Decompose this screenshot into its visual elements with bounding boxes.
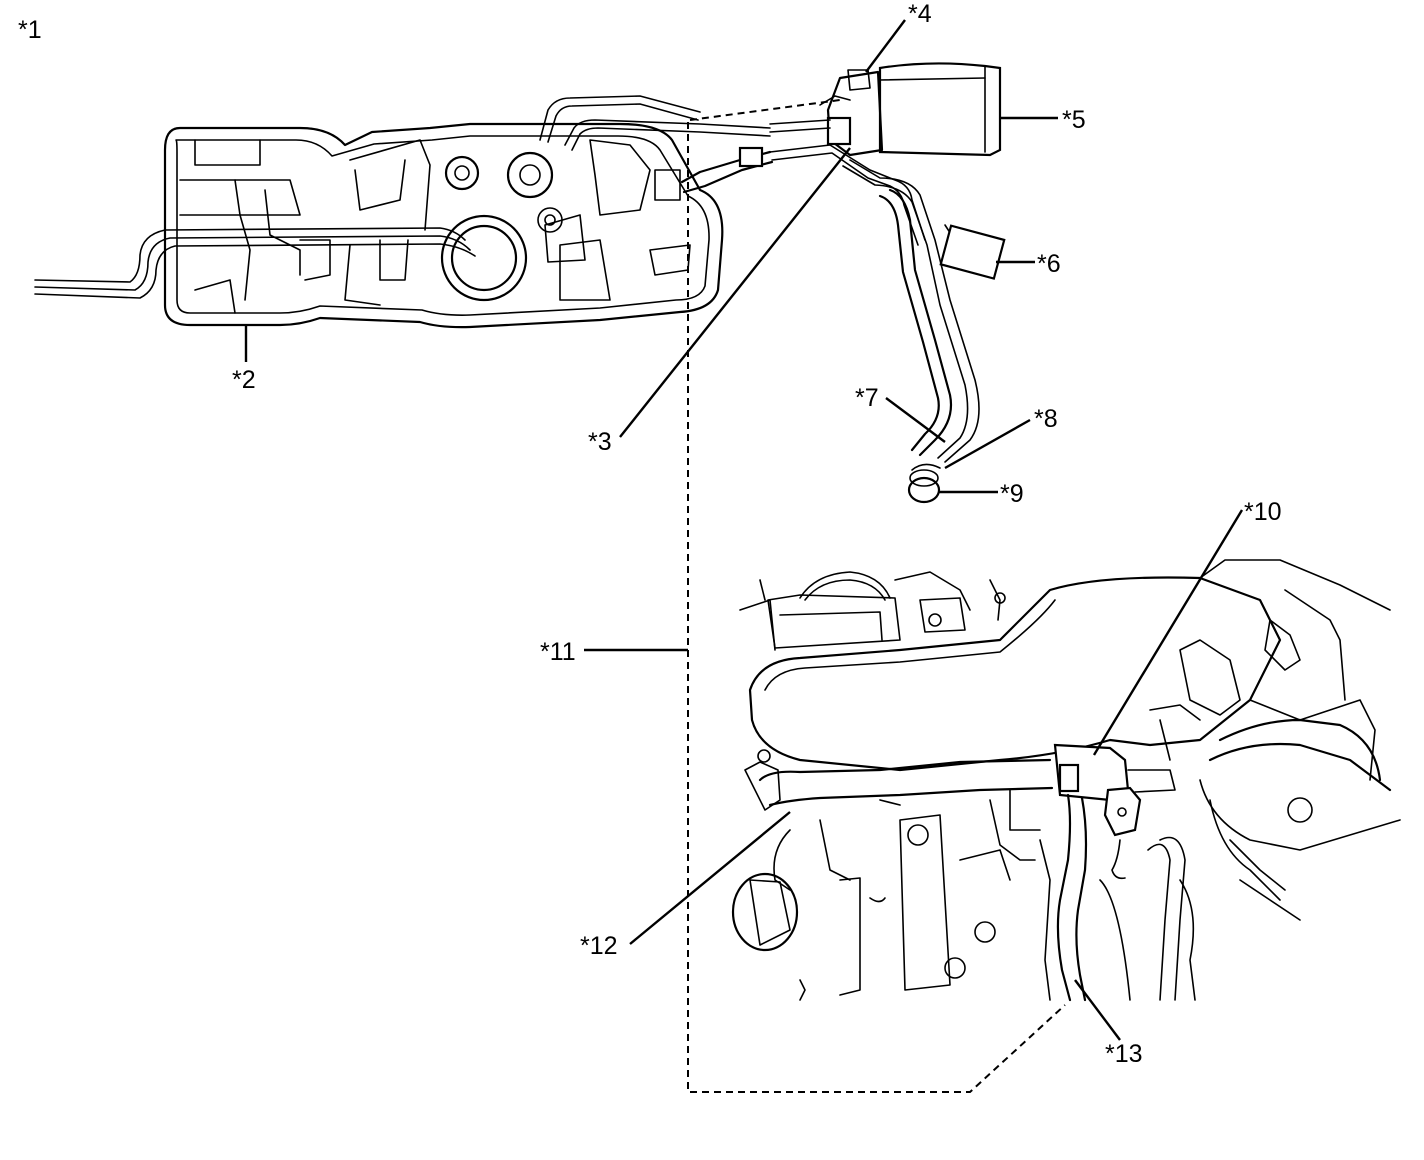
engine-assembly — [731, 559, 1401, 1002]
callout-3: *3 — [588, 428, 612, 456]
leader-lines — [244, 19, 1244, 1041]
callout-9: *9 — [1000, 480, 1024, 508]
callout-11: *11 — [540, 638, 576, 666]
callout-labels: *1 *2 *3 *4 *5 *6 *7 *8 *9 *10 *11 *12 *… — [18, 0, 1282, 1068]
tank-fuel-lines — [34, 95, 774, 299]
callout-5: *5 — [1062, 106, 1086, 134]
callout-10: *10 — [1244, 498, 1282, 526]
callout-1: *1 — [18, 16, 42, 44]
dashed-connection-line — [687, 99, 1066, 1093]
charcoal-canister — [769, 62, 1002, 246]
callout-6: *6 — [1037, 250, 1061, 278]
callout-7: *7 — [855, 384, 879, 412]
fuel-tank — [163, 122, 724, 329]
callout-2: *2 — [232, 366, 256, 394]
callout-8: *8 — [1034, 405, 1058, 433]
callout-4: *4 — [908, 0, 932, 28]
canister-hoses — [842, 159, 1006, 504]
callout-12: *12 — [580, 932, 618, 960]
callout-13: *13 — [1105, 1040, 1143, 1068]
